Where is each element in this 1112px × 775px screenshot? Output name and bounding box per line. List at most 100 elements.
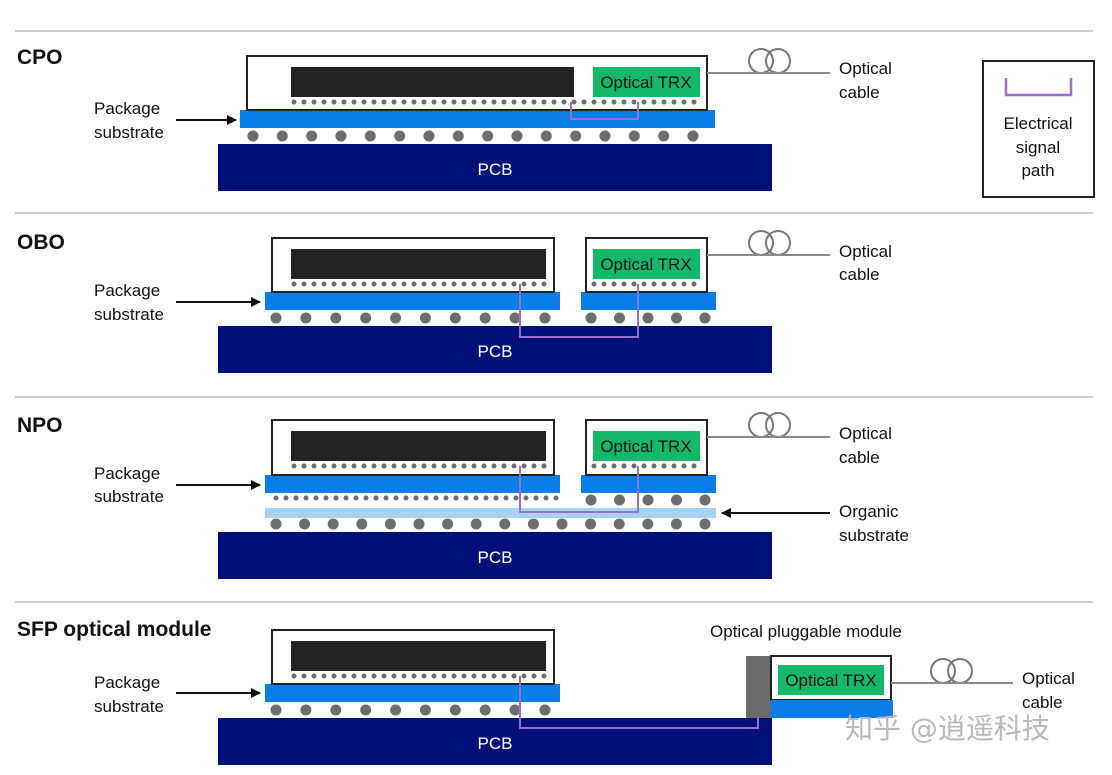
solder-ball	[247, 130, 259, 142]
solder-ball	[699, 494, 711, 506]
pcb-label: PCB	[478, 548, 513, 567]
solder-ball	[671, 312, 682, 324]
micro-bump	[381, 463, 387, 469]
micro-bump	[291, 673, 297, 679]
micro-bump	[303, 495, 309, 501]
package-substrate-label: substrate	[94, 487, 164, 506]
solder-ball	[276, 130, 288, 142]
electrical-signal-path	[519, 676, 759, 729]
micro-bump	[443, 495, 449, 501]
solder-ball	[479, 312, 491, 324]
micro-bump	[353, 495, 359, 501]
micro-bump	[311, 281, 317, 287]
micro-bump	[321, 99, 327, 105]
micro-bump	[523, 495, 529, 501]
micro-bump	[481, 463, 487, 469]
section-npo: NPO Package substrate PCB Optical TRX Or…	[17, 412, 909, 579]
micro-bump	[611, 99, 617, 105]
optical-trx-label: Optical TRX	[600, 255, 691, 274]
micro-bump	[481, 281, 487, 287]
solder-ball	[299, 518, 311, 530]
optical-cable-label: cable	[1022, 693, 1063, 712]
solder-ball	[364, 130, 376, 142]
solder-ball	[330, 312, 342, 324]
micro-bump	[381, 281, 387, 287]
legend-label: signal	[1016, 138, 1060, 157]
micro-bump	[421, 99, 427, 105]
legend: Electrical signal path	[982, 60, 1095, 198]
micro-bump	[343, 495, 349, 501]
micro-bump	[521, 281, 527, 287]
pcb	[218, 532, 772, 579]
pcb-label: PCB	[478, 734, 513, 753]
micro-bump	[543, 495, 549, 501]
micro-bump	[363, 495, 369, 501]
micro-bump	[313, 495, 319, 501]
section-title: SFP optical module	[17, 618, 211, 641]
micro-bump	[311, 99, 317, 105]
micro-bump	[471, 463, 477, 469]
micro-bump	[463, 495, 469, 501]
micro-bump	[513, 495, 519, 501]
micro-bump	[431, 463, 437, 469]
micro-bump	[331, 463, 337, 469]
module-plug	[746, 656, 771, 718]
asic-die	[291, 249, 546, 279]
solder-ball	[585, 494, 597, 506]
micro-bump	[533, 495, 539, 501]
micro-bump	[541, 99, 547, 105]
micro-bump	[361, 99, 367, 105]
micro-bump	[323, 495, 329, 501]
micro-bump	[471, 281, 477, 287]
solder-ball	[482, 130, 494, 142]
micro-bump	[351, 673, 357, 679]
section-title: OBO	[17, 231, 65, 254]
pcb	[218, 326, 772, 373]
micro-bump	[621, 463, 627, 469]
solder-ball	[360, 704, 372, 716]
solder-ball	[509, 704, 521, 716]
optical-trx-label: Optical TRX	[600, 437, 691, 456]
asic-die	[291, 641, 546, 671]
micro-bump	[411, 281, 417, 287]
solder-ball	[390, 704, 402, 716]
micro-bumps	[291, 99, 697, 105]
micro-bumps	[591, 463, 697, 469]
micro-bump	[451, 463, 457, 469]
section-sfp: SFP optical module Package substrate PCB…	[17, 618, 1075, 765]
optical-cable-label: cable	[839, 265, 880, 284]
bga-balls	[585, 494, 711, 506]
solder-ball	[642, 518, 654, 530]
micro-bump	[681, 463, 687, 469]
module-substrate	[581, 475, 716, 493]
solder-ball	[509, 312, 521, 324]
micro-bump	[351, 99, 357, 105]
micro-bumps	[291, 281, 547, 287]
micro-bump	[501, 281, 507, 287]
solder-ball	[419, 704, 431, 716]
micro-bump	[591, 463, 597, 469]
micro-bump	[381, 99, 387, 105]
micro-bump	[591, 99, 597, 105]
legend-box	[982, 60, 1095, 198]
micro-bump	[521, 673, 527, 679]
solder-ball	[423, 130, 435, 142]
package-substrate	[265, 684, 560, 702]
micro-bump	[601, 281, 607, 287]
micro-bump	[551, 99, 557, 105]
pcb-label: PCB	[478, 342, 513, 361]
section-title: CPO	[17, 46, 63, 69]
micro-bump	[511, 281, 517, 287]
solder-ball	[419, 312, 431, 324]
optical-cable-label: Optical	[839, 59, 892, 78]
micro-bump	[283, 495, 289, 501]
optical-trx	[593, 249, 700, 279]
micro-bump	[501, 99, 507, 105]
micro-bump	[401, 463, 407, 469]
micro-bump	[671, 463, 677, 469]
micro-bump	[481, 99, 487, 105]
micro-bump	[411, 673, 417, 679]
pcb	[218, 144, 772, 191]
solder-ball	[642, 494, 654, 506]
micro-bump	[301, 463, 307, 469]
